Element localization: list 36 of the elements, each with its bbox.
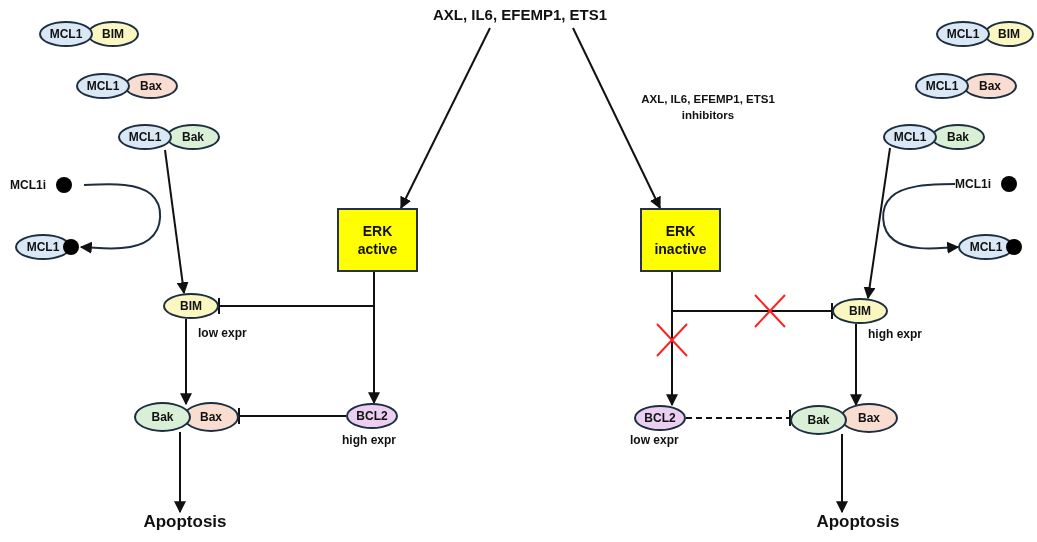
inhibition-line <box>685 409 791 427</box>
protein-ellipse: BCL2 <box>346 403 398 429</box>
protein-ellipse: BCL2 <box>634 405 686 431</box>
inhibition-line <box>671 271 833 320</box>
protein-ellipse: MCL1 <box>883 124 937 150</box>
arrow <box>863 147 891 300</box>
protein-ellipse: MCL1 <box>915 73 969 99</box>
outcome-text: Apoptosis <box>795 512 921 534</box>
arrow <box>400 27 491 210</box>
protein-ellipse: Bak <box>134 402 191 432</box>
arrow <box>180 318 192 406</box>
inhibition-line <box>238 407 347 425</box>
expression-label: high expr <box>868 327 922 341</box>
arrow <box>836 433 848 514</box>
protein-ellipse: MCL1 <box>118 124 172 150</box>
protein-ellipse: MCL1 <box>39 21 93 47</box>
arrow <box>79 183 162 254</box>
inhibition-line <box>218 271 375 315</box>
expression-label: low expr <box>198 326 247 340</box>
kinase-box: ERK active <box>337 208 418 272</box>
kinase-box: ERK inactive <box>640 208 721 272</box>
protein-ellipse: MCL1 <box>936 21 990 47</box>
protein-ellipse: BIM <box>832 298 888 324</box>
inhibitor-label: MCL1i <box>955 177 991 191</box>
arrow <box>164 149 189 295</box>
arrow <box>572 27 661 210</box>
title-text: AXL, IL6, EFEMP1, ETS1 <box>410 6 630 28</box>
expression-label: high expr <box>342 433 396 447</box>
arrow <box>174 431 186 514</box>
outcome-text: Apoptosis <box>125 512 245 534</box>
protein-ellipse: BIM <box>163 293 219 319</box>
protein-ellipse: MCL1 <box>76 73 130 99</box>
inhibitor-label: MCL1i <box>10 178 46 192</box>
expression-label: low expr <box>630 433 679 447</box>
protein-ellipse: Bak <box>790 405 847 435</box>
arrow <box>882 183 960 254</box>
